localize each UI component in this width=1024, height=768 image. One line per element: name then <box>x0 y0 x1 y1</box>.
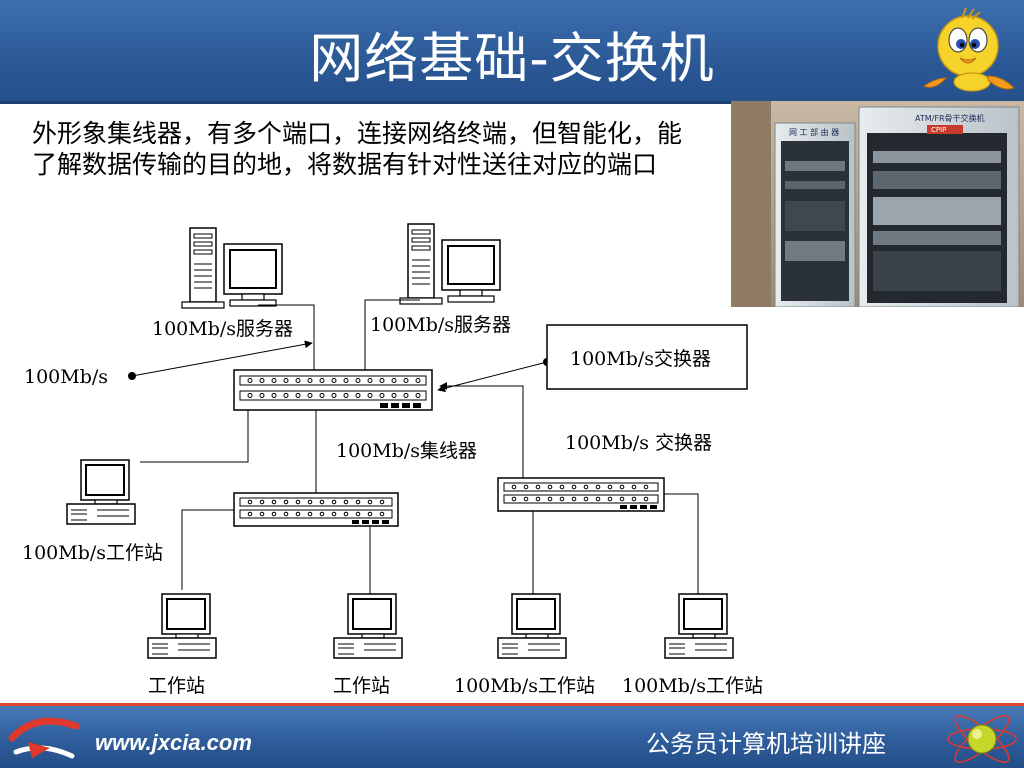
label-ws3: 100Mb/s工作站 <box>454 675 596 697</box>
label-server-right: 100Mb/s服务器 <box>370 314 512 336</box>
slide-footer <box>0 703 1024 768</box>
label-workstation-left: 100Mb/s工作站 <box>22 542 164 564</box>
hub-device-secondary <box>233 492 399 527</box>
footer-divider <box>0 703 1024 706</box>
rack-sign-left: 网 工 部 由 器 <box>789 127 839 137</box>
workstation-2-icon <box>333 593 403 659</box>
footer-url[interactable]: www.jxcia.com <box>95 730 252 755</box>
slide-header <box>0 0 1024 101</box>
label-ws1: 工作站 <box>148 675 206 697</box>
workstation-left-icon <box>66 459 136 525</box>
rack-badge: CPIP <box>931 126 946 134</box>
workstation-1-icon <box>147 593 217 659</box>
label-switch-box: 100Mb/s交换器 <box>570 348 712 370</box>
label-ws4: 100Mb/s工作站 <box>622 675 764 697</box>
server-right-icon <box>399 223 501 305</box>
footer-course-title: 公务员计算机培训讲座 <box>646 730 886 758</box>
slide-title: 网络基础-交换机 <box>309 27 715 90</box>
label-ws2: 工作站 <box>333 675 391 697</box>
switch-device <box>497 477 665 512</box>
switch-box <box>546 324 748 390</box>
header-divider <box>0 101 1024 104</box>
slide-description: 外形象集线器，有多个端口，连接网络终端，但智能化，能了解数据传输的目的地，将数据… <box>32 119 683 179</box>
label-switch-device: 100Mb/s 交换器 <box>565 432 713 454</box>
server-rack-photo: 网 工 部 由 器 ATM/FR骨干交换机 CPIP <box>731 101 1024 307</box>
tweety-mascot-icon <box>923 7 1015 92</box>
label-hub: 100Mb/s集线器 <box>336 440 478 462</box>
rack-sign-right: ATM/FR骨干交换机 <box>915 113 985 123</box>
hub-device <box>233 369 433 411</box>
atom-globe-icon <box>947 715 1017 763</box>
logo-icon <box>8 717 80 759</box>
server-left-icon <box>181 227 283 309</box>
workstation-3-icon <box>497 593 567 659</box>
label-link-left: 100Mb/s <box>24 366 109 388</box>
workstation-4-icon <box>664 593 734 659</box>
label-server-left: 100Mb/s服务器 <box>152 318 294 340</box>
